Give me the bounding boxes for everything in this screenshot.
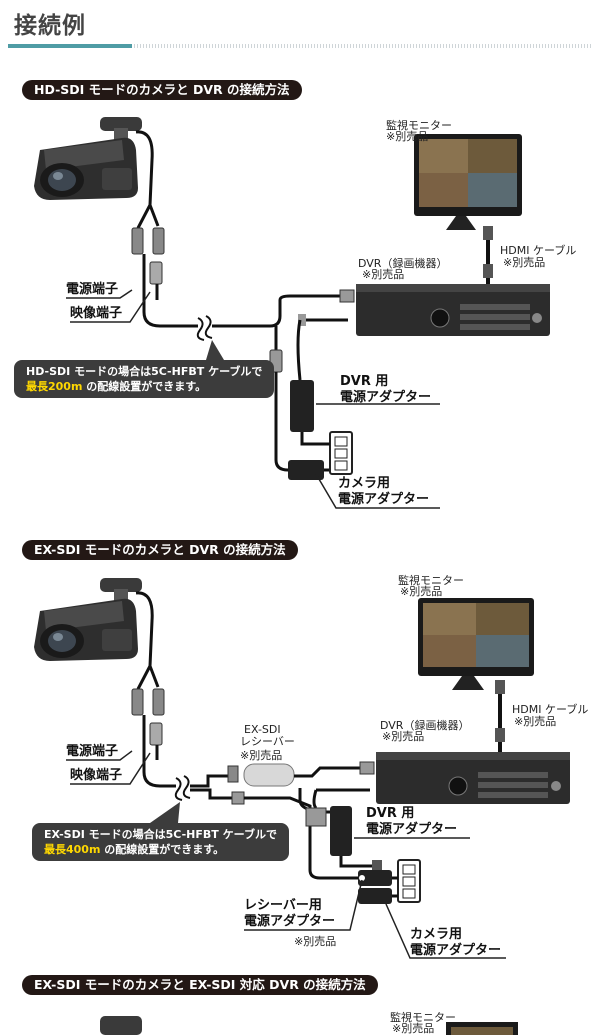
- monitor-sub-label: ※別売品: [392, 1022, 435, 1035]
- cable-length-note: EX-SDI モードの場合は5C-HFBT ケーブルで 最長400m の配線設置…: [32, 823, 289, 861]
- monitor-label: 監視モニター: [386, 119, 452, 132]
- hdmi-sub-label: ※別売品: [503, 256, 546, 269]
- power-plug-icon: [131, 688, 144, 716]
- dvr-adapter-icon: [330, 806, 352, 856]
- monitor-label: 監視モニター: [398, 574, 464, 587]
- video-terminal-label: 映像端子: [70, 768, 123, 783]
- power-terminal-label: 電源端子: [66, 282, 119, 297]
- bnc-connector-icon: [359, 761, 375, 775]
- note-suffix: の配線設置ができます。: [100, 843, 225, 856]
- dvr-sub-label: ※別売品: [382, 730, 425, 743]
- camera-adapter-icon: [288, 460, 324, 480]
- note-line-2: 最長400m の配線設置ができます。: [44, 842, 277, 857]
- hdmi-cable-label: HDMI ケーブル: [512, 703, 589, 716]
- note-line-1: EX-SDI モードの場合は5C-HFBT ケーブルで: [44, 828, 277, 841]
- bnc-connector-icon: [152, 688, 165, 716]
- dvr-adapter-label-1: DVR 用: [366, 806, 415, 821]
- page-title: 接続例: [14, 13, 86, 39]
- dvr-adapter-label-2: 電源アダプター: [340, 390, 432, 405]
- power-terminal-label: 電源端子: [66, 744, 119, 759]
- camera-icon: [100, 1016, 142, 1035]
- camera-adapter-label-1: カメラ用: [410, 927, 463, 942]
- receiver-adapter-label-2: 電源アダプター: [244, 914, 336, 929]
- section-heading-ex-sdi: EX-SDI モードのカメラと DVR の接続方法: [22, 540, 298, 560]
- section-heading-hd-sdi: HD-SDI モードのカメラと DVR の接続方法: [22, 80, 302, 100]
- camera-icon: [34, 117, 142, 200]
- monitor-sub-label: ※別売品: [386, 130, 429, 143]
- note-line-1: HD-SDI モードの場合は5C-HFBT ケーブルで: [26, 365, 263, 378]
- bnc-connector-icon: [152, 227, 165, 255]
- receiver-adapter-label-1: レシーバー用: [244, 898, 322, 913]
- camera-adapter-label-1: カメラ用: [338, 476, 391, 491]
- dvr-adapter-icon: [290, 380, 314, 432]
- note-highlight: 最長400m: [44, 843, 101, 856]
- video-terminal-label: 映像端子: [70, 306, 123, 321]
- hdmi-sub-label: ※別売品: [514, 715, 557, 728]
- camera-adapter-label-2: 電源アダプター: [410, 943, 502, 958]
- monitor-icon: [414, 134, 522, 230]
- camera-icon: [34, 578, 142, 661]
- receiver-adapter-sub-label: ※別売品: [294, 935, 337, 948]
- bnc-connector-icon: [339, 289, 355, 303]
- dvr-label: DVR（録画機器）: [380, 719, 470, 732]
- dvr-adapter-label-2: 電源アダプター: [366, 822, 458, 837]
- power-plug-icon: [131, 227, 144, 255]
- receiver-sub-label: ※別売品: [240, 749, 283, 762]
- monitor-label: 監視モニター: [390, 1011, 456, 1024]
- dvr-label: DVR（録画機器）: [358, 257, 448, 270]
- hdmi-cable-label: HDMI ケーブル: [500, 244, 577, 257]
- receiver-label-1: EX-SDI: [244, 723, 281, 736]
- monitor-sub-label: ※別売品: [400, 585, 443, 598]
- note-highlight: 最長200m: [26, 380, 83, 393]
- receiver-label-2: レシーバー: [240, 735, 295, 748]
- dvr-device-icon: [376, 752, 570, 804]
- receiver-adapter-icon: [358, 870, 392, 886]
- cable-length-note: HD-SDI モードの場合は5C-HFBT ケーブルで 最長200m の配線設置…: [14, 360, 275, 398]
- title-divider-accent: [8, 44, 132, 48]
- dvr-adapter-label-1: DVR 用: [340, 374, 389, 389]
- dvr-device-icon: [356, 284, 550, 336]
- note-line-2: 最長200m の配線設置ができます。: [26, 379, 262, 394]
- monitor-icon: [418, 598, 534, 690]
- title-divider: [8, 44, 592, 48]
- dvr-sub-label: ※別売品: [362, 268, 405, 281]
- camera-adapter-icon: [358, 888, 392, 904]
- camera-adapter-label-2: 電源アダプター: [338, 492, 430, 507]
- section-heading-ex-sdi-dvr: EX-SDI モードのカメラと EX-SDI 対応 DVR の接続方法: [22, 975, 378, 995]
- note-suffix: の配線設置ができます。: [82, 380, 207, 393]
